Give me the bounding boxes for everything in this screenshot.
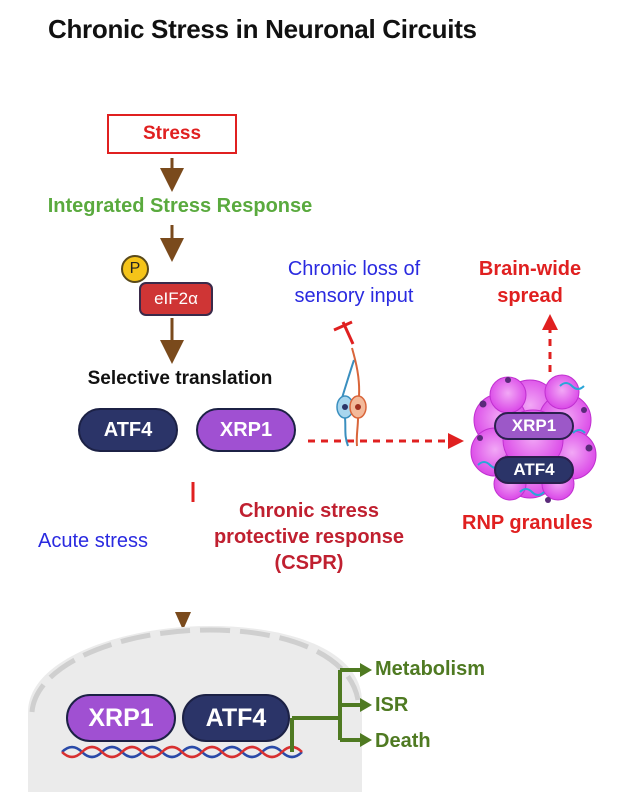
xrp1-granule-pill: XRP1 (494, 412, 574, 440)
xrp1-cytoplasm-pill: XRP1 (196, 408, 296, 452)
cspr-line-3: (CSPR) (274, 552, 344, 574)
chronic-loss-line-1: Chronic loss of (287, 258, 421, 280)
atf4-cytoplasm-pill: ATF4 (78, 408, 178, 452)
eif2a-node: eIF2α (139, 282, 213, 316)
arrow-acute-stress-head (175, 612, 191, 630)
cspr-line-1: Chronic stress (238, 500, 380, 522)
outcome-death: Death (375, 730, 431, 752)
chronic-loss-label: Chronic loss of sensory input (256, 256, 452, 310)
outcome-metabolism: Metabolism (375, 658, 486, 680)
page-title: Chronic Stress in Neuronal Circuits (48, 14, 477, 44)
neuron-pair-icon (333, 320, 367, 447)
arrow-brain-wide-head (542, 314, 558, 330)
acute-stress-label: Acute stress (38, 530, 149, 552)
chronic-loss-line-2: sensory input (294, 285, 414, 307)
cspr-label: Chronic stress protective response (CSPR… (204, 498, 414, 576)
outcome-branch-arrows (292, 663, 372, 747)
rnp-granules-label: RNP granules (462, 512, 593, 534)
brain-wide-line-1: Brain-wide (478, 258, 582, 280)
brain-wide-label: Brain-wide spread (460, 256, 600, 310)
selective-translation-label: Selective translation (87, 368, 273, 389)
isr-label: Integrated Stress Response (47, 195, 313, 217)
arrow-to-granules-head (448, 433, 464, 449)
dna-helix-icon (61, 745, 303, 759)
xrp1-nucleus-pill: XRP1 (66, 694, 176, 742)
stress-node: Stress (107, 114, 237, 154)
cspr-line-2: protective response (213, 526, 405, 548)
nucleus-membrane-dashed (29, 627, 361, 713)
phosphate-badge: P (121, 255, 149, 283)
brain-wide-line-2: spread (497, 285, 563, 307)
atf4-granule-pill: ATF4 (494, 456, 574, 484)
outcome-isr: ISR (375, 694, 409, 716)
atf4-nucleus-pill: ATF4 (182, 694, 290, 742)
